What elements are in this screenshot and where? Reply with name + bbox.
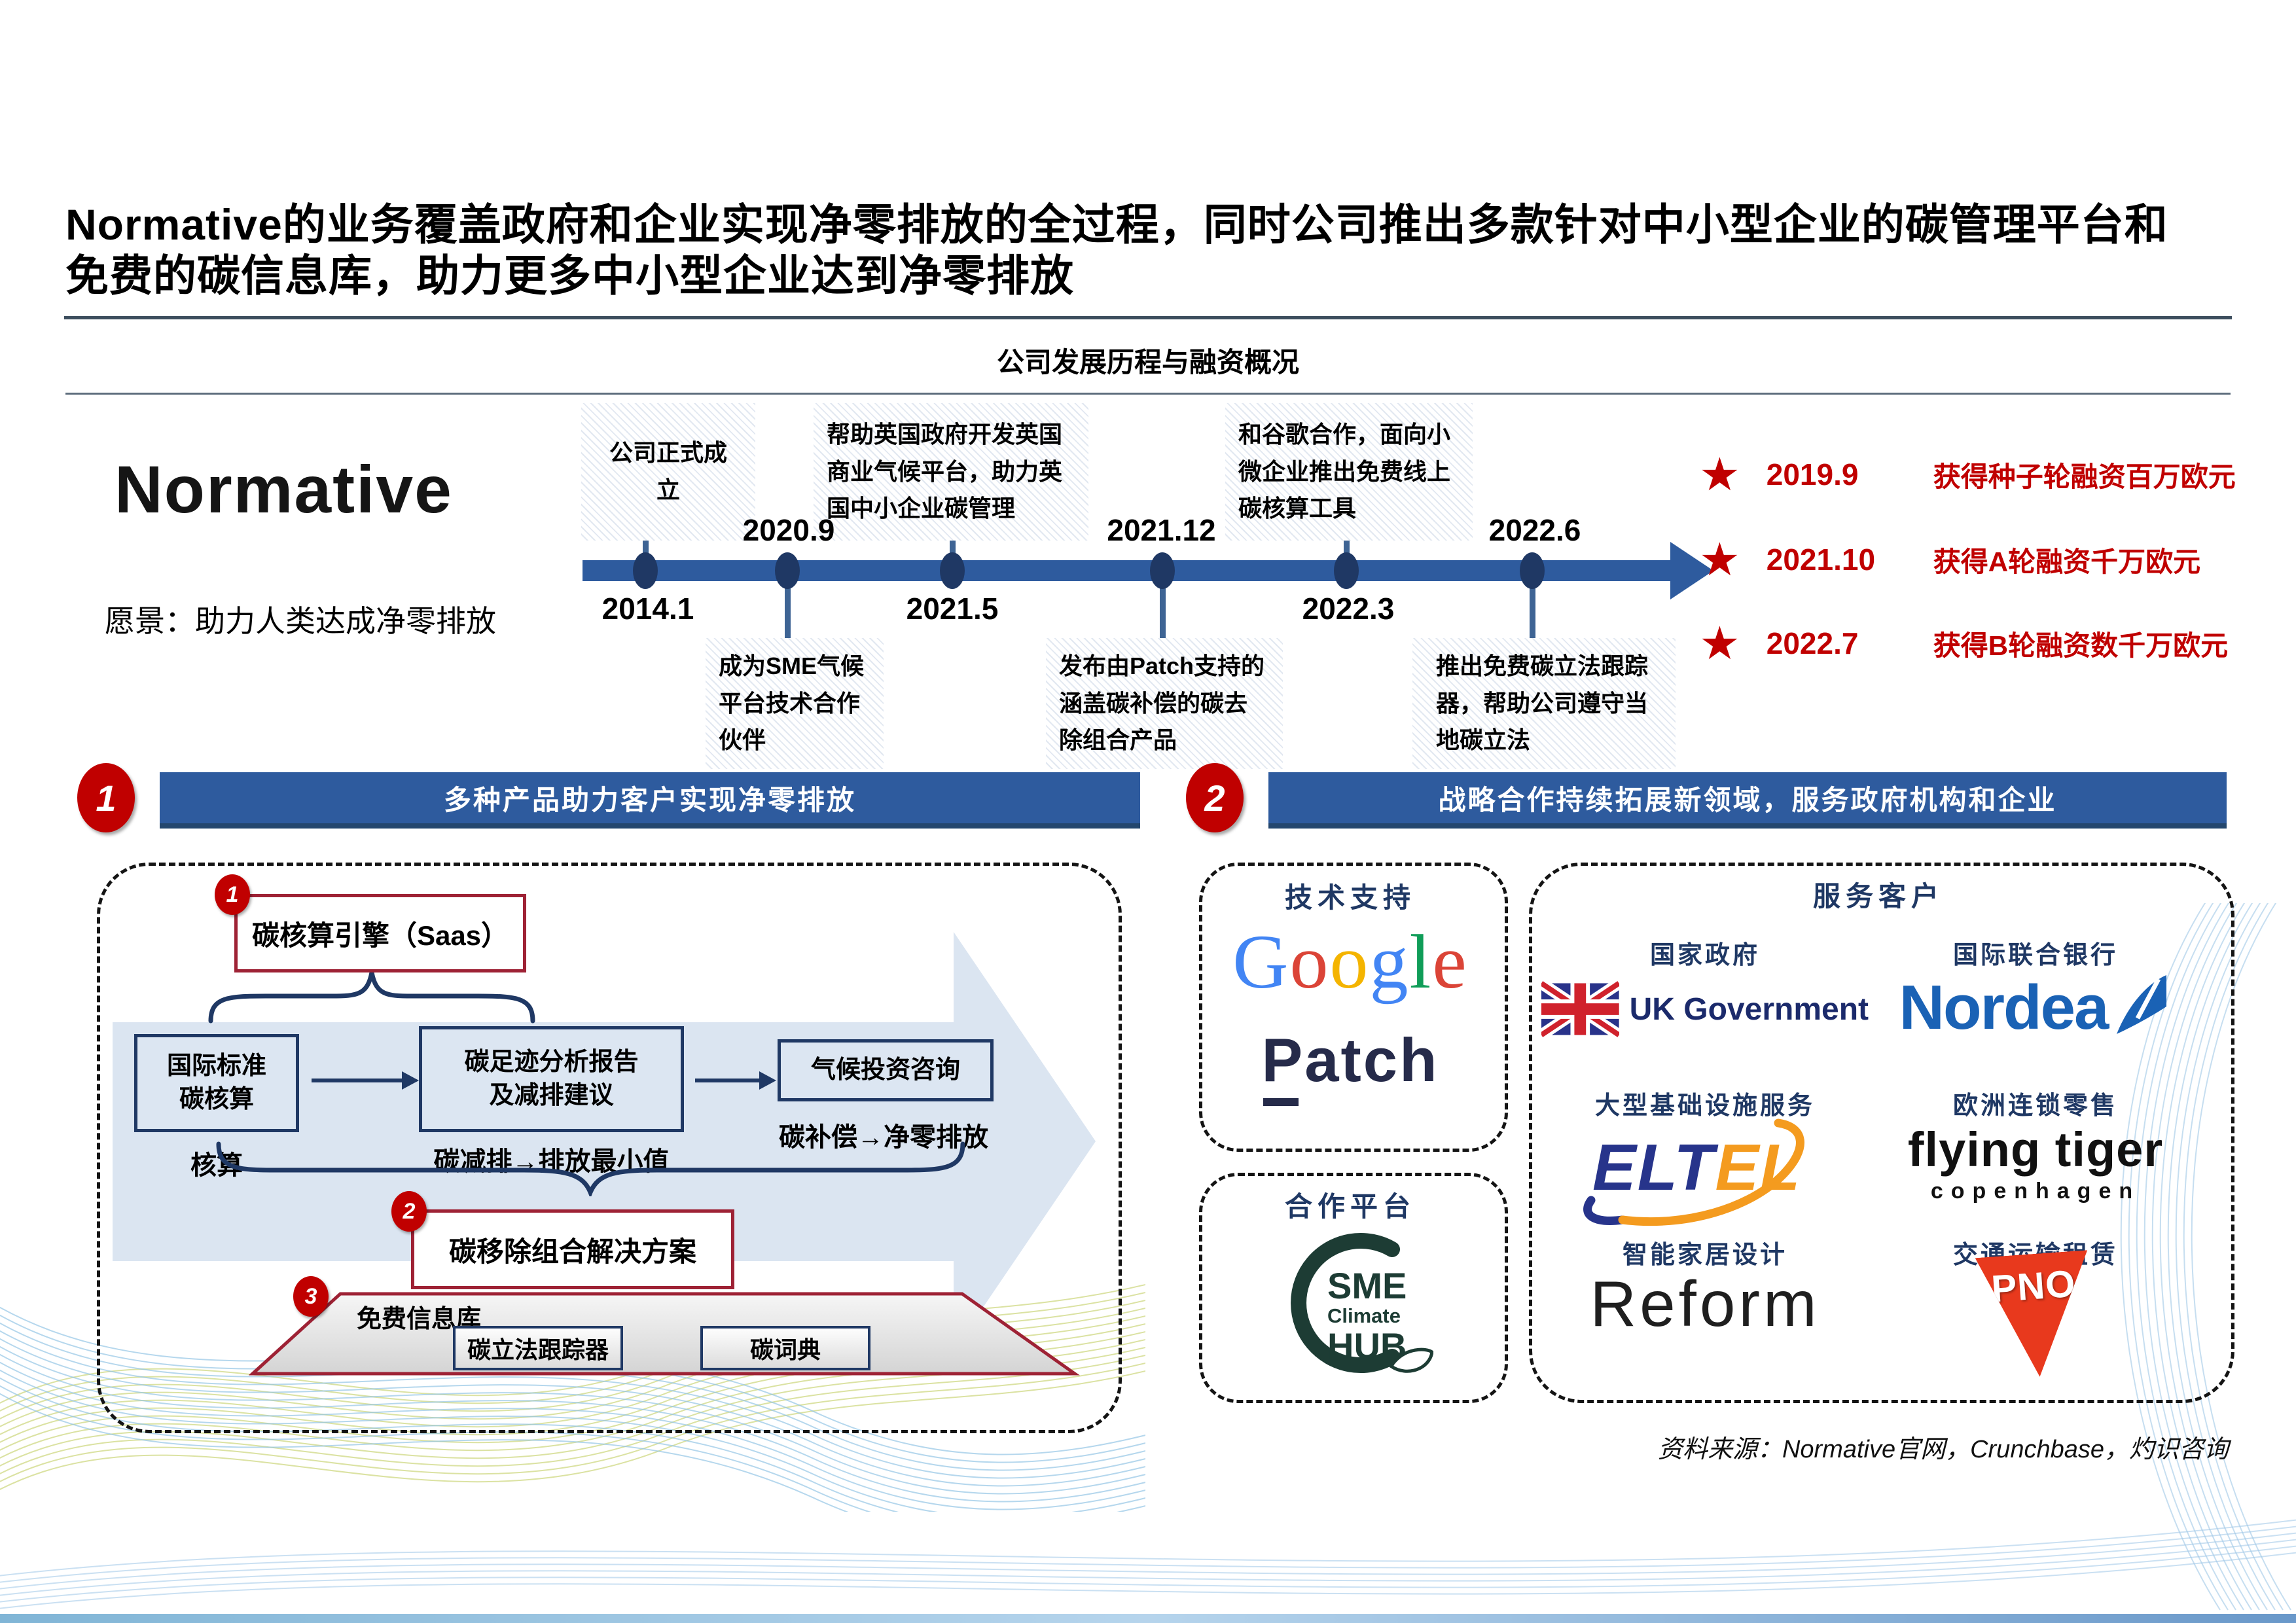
normative-logo: Normative: [115, 452, 453, 527]
pno-triangle-icon: PNO: [1975, 1250, 2096, 1381]
client-category: 智能家居设计: [1622, 1241, 1787, 1269]
section1-number-badge: 1: [77, 763, 135, 832]
flow-arrow-icon: [312, 1071, 419, 1090]
flow-box-footprint: 碳足迹分析报告及减排建议: [419, 1026, 684, 1132]
vision-statement: 愿景：助力人类达成净零排放: [105, 604, 496, 638]
svg-text:HUB: HUB: [1327, 1325, 1407, 1366]
milestone-callout: 发布由Patch支持的涵盖碳补偿的碳去除组合产品: [1046, 638, 1283, 769]
page-title: Normative的业务覆盖政府和企业实现净零排放的全过程，同时公司推出多款针对…: [65, 200, 2168, 300]
timeline-date: 2021.5: [906, 592, 999, 626]
timeline-date: 2022.6: [1488, 513, 1581, 547]
timeline-node: [940, 552, 965, 589]
clients-panel: [1529, 863, 2234, 1403]
timeline-date: 2014.1: [601, 592, 694, 626]
carbon-dictionary-box: 碳词典: [700, 1326, 870, 1370]
reform-logo: Reform: [1590, 1268, 1820, 1340]
wave-decoration-bottom-strip: [0, 1518, 2296, 1623]
funding-date: 2021.10: [1766, 543, 1876, 577]
timeline-date: 2022.3: [1302, 592, 1395, 626]
clients-heading: 服务客户: [1812, 881, 1944, 912]
timeline-stem: [1530, 579, 1535, 641]
products-panel: [97, 863, 1122, 1433]
swoosh-icon: [1583, 1118, 1804, 1226]
funding-desc: 获得A轮融资千万欧元: [1933, 546, 2201, 577]
timeline-node: [775, 552, 800, 589]
timeline-node: [1520, 552, 1545, 589]
milestone-callout: 帮助英国政府开发英国商业气候平台，助力英国中小企业碳管理: [814, 403, 1088, 541]
uk-government-logo: UK Government: [1541, 980, 1869, 1038]
timeline-date: 2020.9: [742, 513, 835, 547]
carbon-removal-box: 碳移除组合解决方案: [411, 1209, 734, 1289]
brace-down-icon: [208, 972, 535, 1024]
tech-support-panel: [1199, 863, 1508, 1152]
timeline-date: 2021.12: [1107, 513, 1216, 547]
title-divider: [64, 316, 2232, 319]
timeline-node: [1334, 552, 1359, 589]
source-attribution: 资料来源：Normative官网，Crunchbase，灼识咨询: [1657, 1436, 2229, 1463]
milestone-callout: 推出免费碳立法跟踪器，帮助公司遵守当地碳立法: [1412, 638, 1676, 769]
section2-number-badge: 2: [1186, 763, 1244, 832]
saas-engine-box: 碳核算引擎（Saas）: [234, 894, 526, 972]
flow-note: 碳补偿→净零排放: [779, 1123, 988, 1152]
flow-arrow-icon: [695, 1071, 776, 1090]
uk-flag-icon: [1541, 980, 1619, 1038]
funding-date: 2022.7: [1766, 626, 1859, 660]
sme-climate-hub-logo: SME Climate HUB: [1291, 1233, 1433, 1373]
platform-heading: 合作平台: [1284, 1191, 1416, 1222]
product3-badge: 3: [293, 1276, 329, 1317]
flow-box-consulting: 气候投资咨询: [778, 1039, 994, 1101]
legislation-tracker-box: 碳立法跟踪器: [453, 1326, 623, 1370]
product2-badge: 2: [391, 1191, 427, 1232]
funding-round-row: ★ 2022.7 获得B轮融资数千万欧元: [1699, 620, 2228, 666]
milestone-callout: 和谷歌合作，面向小微企业推出免费线上碳核算工具: [1225, 403, 1473, 541]
funding-desc: 获得种子轮融资百万欧元: [1933, 461, 2236, 492]
nordea-logo: Nordea: [1872, 975, 2199, 1039]
timeline-bar: [583, 560, 1672, 581]
heading-divider: [65, 393, 2231, 395]
timeline-stem: [785, 579, 791, 641]
client-category: 国家政府: [1649, 942, 1760, 969]
svg-text:SME: SME: [1327, 1265, 1407, 1306]
timeline-arrowhead-icon: [1670, 542, 1713, 599]
timeline-section-heading: 公司发展历程与融资概况: [996, 347, 1299, 378]
timeline-node: [1150, 552, 1175, 589]
timeline-node: [633, 552, 658, 589]
flow-box-accounting: 国际标准碳核算: [134, 1034, 299, 1132]
flying-tiger-logo: flying tiger copenhagen: [1907, 1122, 2164, 1204]
client-category: 大型基础设施服务: [1594, 1092, 1815, 1120]
client-category: 欧洲连锁零售: [1952, 1092, 2118, 1120]
star-icon: ★: [1699, 534, 1740, 585]
timeline-stem: [1160, 579, 1166, 641]
milestone-callout: 成为SME气候平台技术合作伙伴: [706, 638, 884, 769]
tech-support-heading: 技术支持: [1284, 882, 1416, 913]
patch-logo: Patch: [1261, 1026, 1439, 1106]
platform-panel: [1199, 1173, 1508, 1403]
google-logo: Google: [1232, 919, 1468, 1005]
funding-date: 2019.9: [1766, 457, 1859, 491]
pno-logo: PNO: [1872, 1254, 2199, 1377]
product1-badge: 1: [215, 874, 250, 915]
client-category: 国际联合银行: [1952, 942, 2118, 969]
section2-banner: 战略合作持续拓展新领域，服务政府机构和企业: [1268, 772, 2227, 829]
eltel-logo: ELTEL: [1568, 1116, 1842, 1228]
star-icon: ★: [1699, 618, 1740, 669]
svg-text:Climate: Climate: [1327, 1304, 1401, 1327]
process-arrow-band: [113, 932, 1096, 1351]
funding-round-row: ★ 2019.9 获得种子轮融资百万欧元: [1699, 452, 2236, 497]
sail-icon: [2117, 975, 2167, 1034]
funding-desc: 获得B轮融资数千万欧元: [1933, 630, 2229, 661]
brace-up-icon: [216, 1141, 965, 1196]
section1-banner: 多种产品助力客户实现净零排放: [160, 772, 1140, 829]
milestone-callout: 公司正式成立: [581, 403, 755, 541]
funding-round-row: ★ 2021.10 获得A轮融资千万欧元: [1699, 537, 2200, 582]
leaf-icon: [1389, 1347, 1433, 1373]
star-icon: ★: [1699, 449, 1740, 500]
